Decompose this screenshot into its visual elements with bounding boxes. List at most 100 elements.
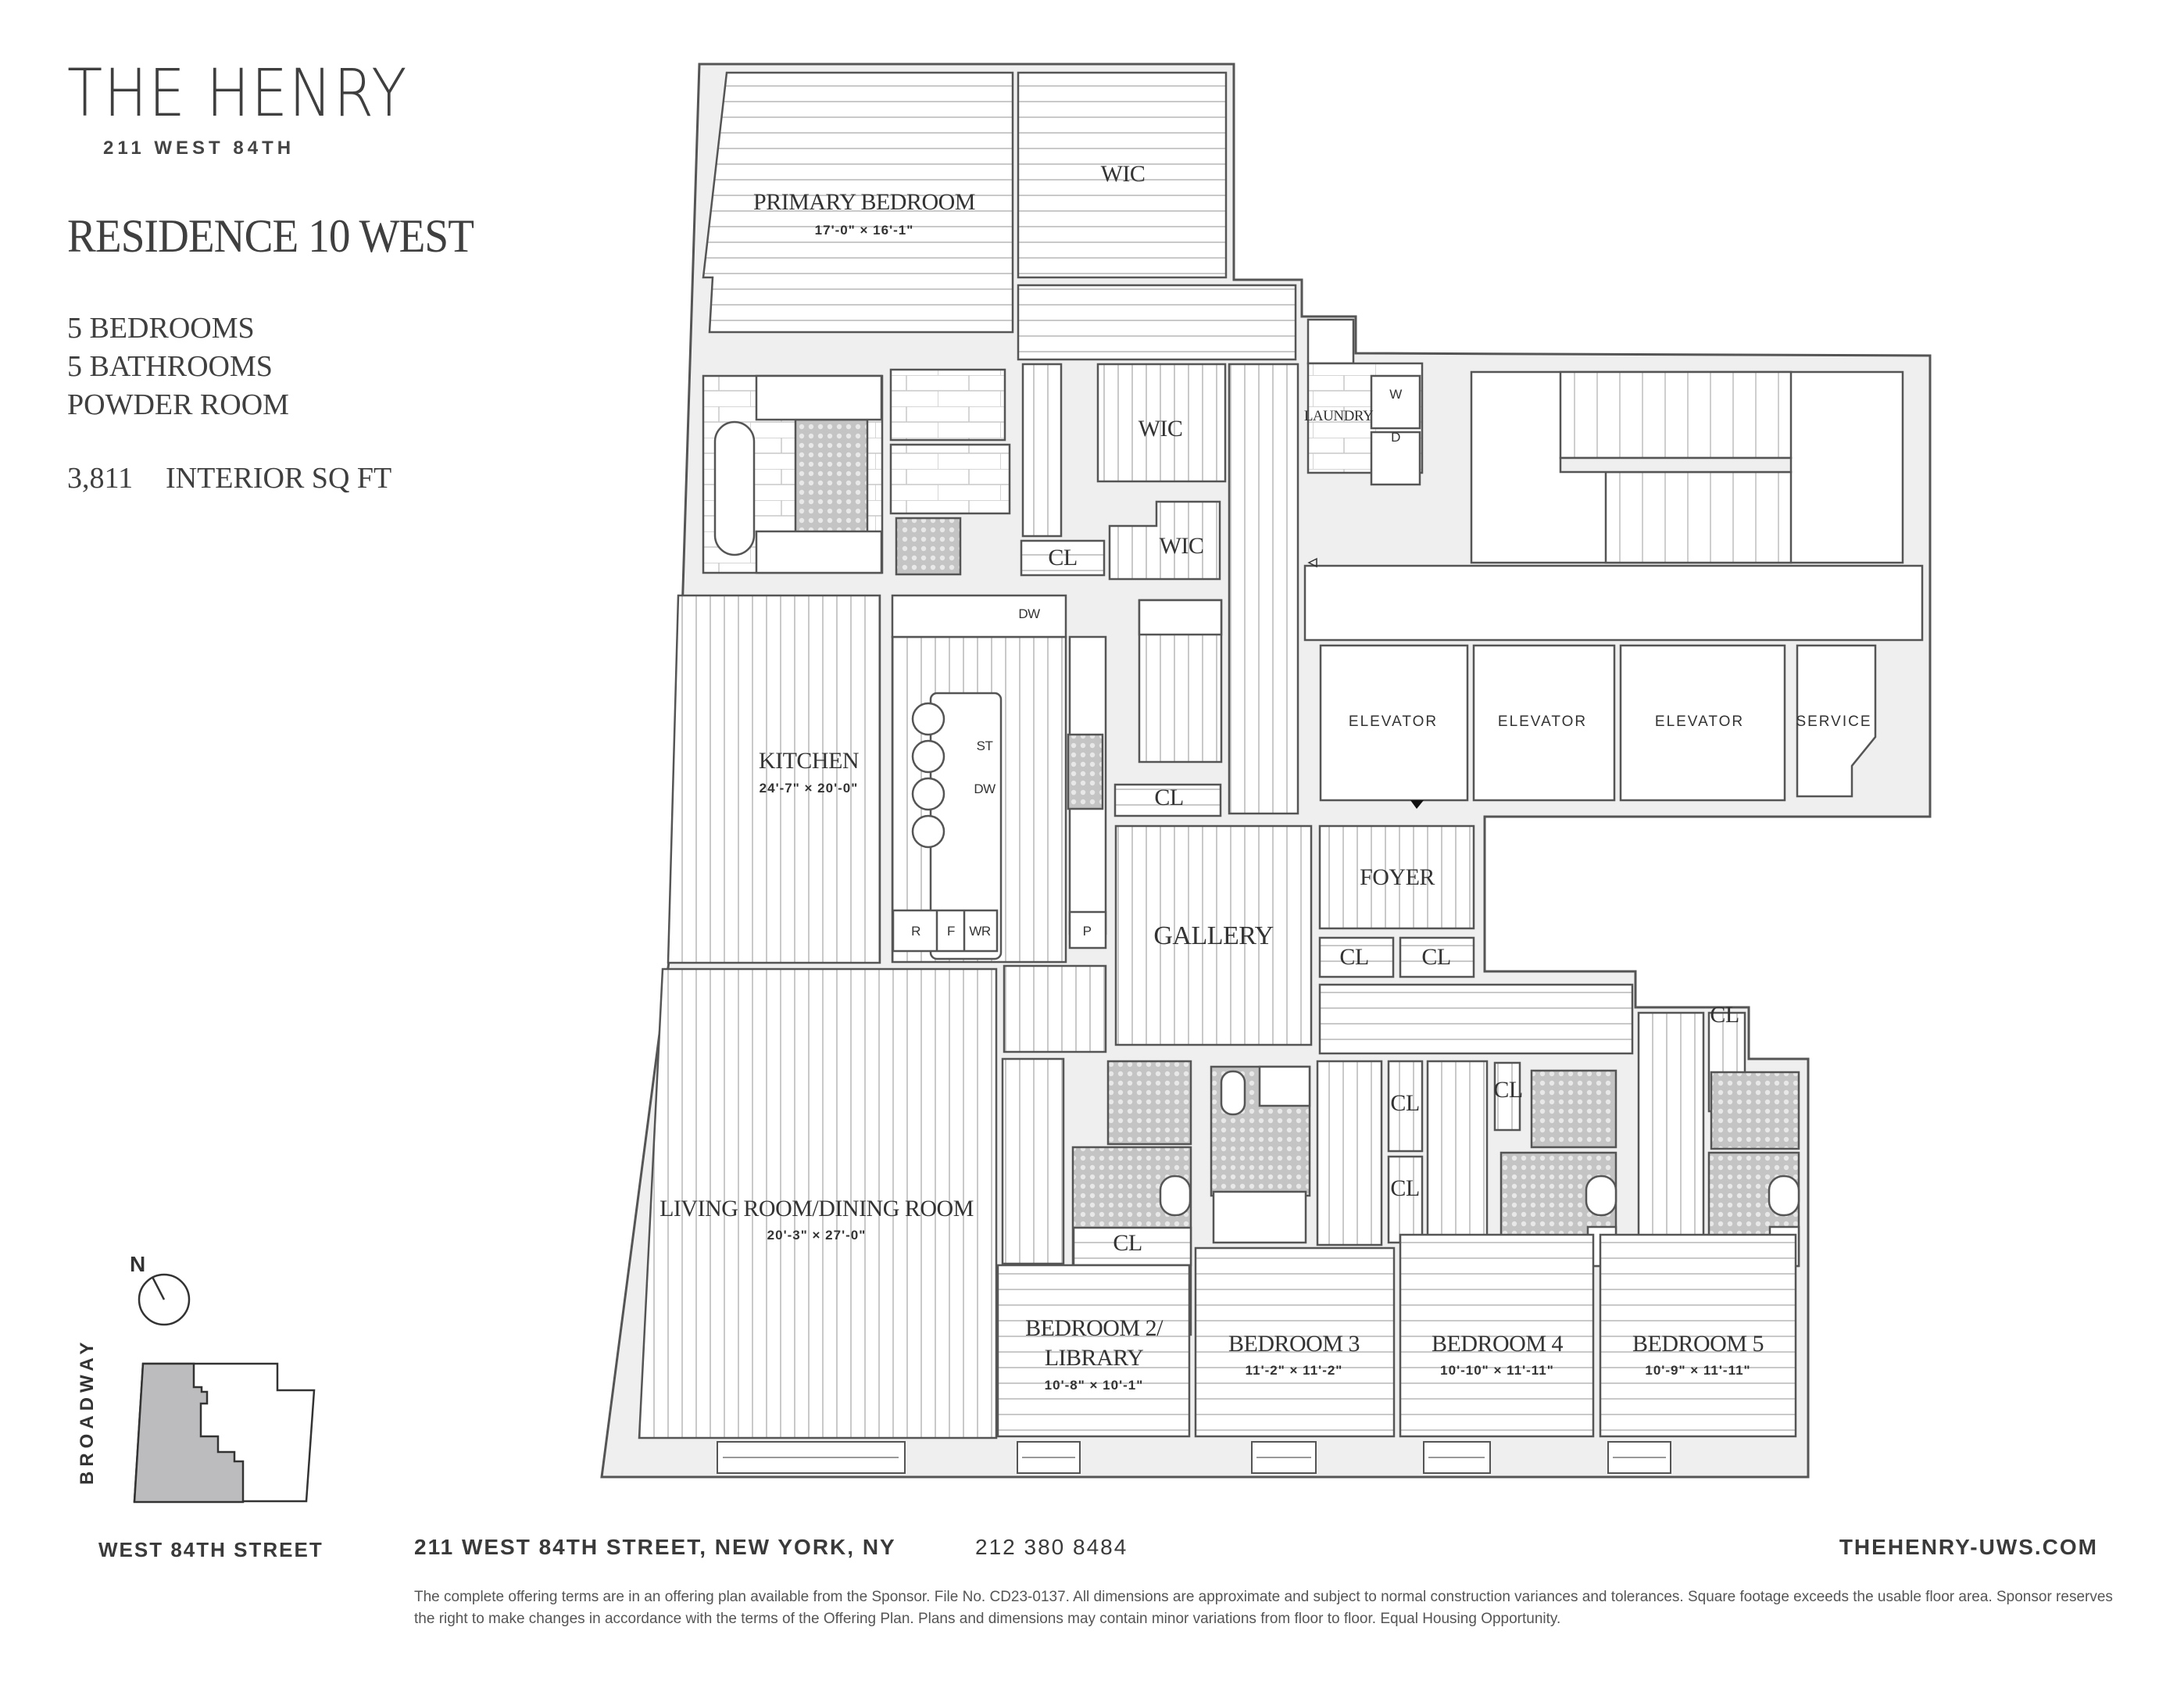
- cl-br3-a: [1387, 1060, 1424, 1153]
- elevator-2: [1472, 644, 1616, 802]
- elevator-3: [1619, 644, 1786, 802]
- elevator-1-label: ELEVATOR: [1348, 713, 1439, 730]
- wic-top-floor: [1017, 71, 1228, 279]
- shower-upper: [889, 368, 1006, 442]
- st-label: ST: [976, 738, 993, 753]
- sqft-value: 3,811: [67, 462, 134, 495]
- living-room-label: LIVING ROOM/DINING ROOM: [659, 1196, 974, 1221]
- footer-website-link[interactable]: THEHENRY-UWS.COM: [1839, 1535, 2098, 1559]
- washer-label: W: [1389, 387, 1402, 402]
- stair-landing: [1559, 456, 1793, 474]
- living-room-floor: [638, 967, 998, 1439]
- bedroom-3-floor: [1194, 1246, 1396, 1438]
- footer-phone[interactable]: 212 380 8484: [975, 1535, 1128, 1559]
- r-label: R: [911, 924, 920, 939]
- f-label: F: [947, 924, 955, 939]
- wic-mid-label: WIC: [1138, 416, 1183, 442]
- dryer-label: D: [1391, 430, 1400, 445]
- primary-bedroom-dims: 17'-0" × 16'-1": [814, 223, 914, 238]
- kitchen-cooktop: [1067, 733, 1104, 810]
- dressing-floor: [1021, 363, 1063, 538]
- kitchen-label: KITCHEN: [758, 748, 860, 774]
- dryer: [1370, 431, 1421, 486]
- broadway-label: BROADWAY: [77, 1337, 98, 1485]
- bedroom-5-label: BEDROOM 5: [1632, 1331, 1764, 1357]
- laundry-sink: [1306, 318, 1355, 365]
- brand-logo: THE HENRY: [67, 55, 409, 131]
- foyer-floor: [1318, 824, 1475, 930]
- gallery-corridor-floor: [1228, 363, 1299, 815]
- cl-powder: [1113, 783, 1222, 817]
- bedroom-4-label: BEDROOM 4: [1431, 1331, 1564, 1357]
- wic-mid-floor: [1096, 363, 1227, 483]
- kitchen-dims: 24'-7" × 20'-0": [759, 781, 859, 796]
- kitchen-counter-top: [891, 594, 1067, 638]
- spec-powder-room: POWDER ROOM: [67, 388, 289, 421]
- bedroom-4-floor: [1399, 1233, 1595, 1438]
- cl-br4: [1493, 1061, 1521, 1132]
- upper-hall-floor: [1017, 284, 1297, 361]
- service-label: SERVICE: [1796, 713, 1872, 730]
- primary-bedroom-label: PRIMARY BEDROOM: [753, 189, 975, 215]
- pantry: [1068, 910, 1107, 950]
- spec-bathrooms: 5 BATHROOMS: [67, 350, 273, 383]
- cl-foyer-1: [1318, 936, 1395, 978]
- cl-br2: [1072, 1226, 1192, 1267]
- cl-foyer-1-label: CL: [1339, 944, 1369, 970]
- bedroom-2-label-line1: BEDROOM 2/: [1025, 1315, 1163, 1341]
- gallery-floor: [1114, 824, 1313, 1046]
- cl-br4-label: CL: [1493, 1077, 1523, 1103]
- cl-br3-a-label: CL: [1390, 1090, 1420, 1116]
- bedroom-2-dims: 10'-8" × 10'-1": [1044, 1378, 1144, 1393]
- north-label: N: [130, 1252, 146, 1276]
- site-map: [133, 1362, 316, 1504]
- wic-low-label: WIC: [1159, 533, 1204, 559]
- br3-hall-floor: [1316, 1060, 1383, 1246]
- kitchen-floor: [667, 594, 881, 964]
- elevator-1: [1319, 644, 1469, 802]
- bedroom-5-floor: [1599, 1233, 1797, 1438]
- br2-hall-floor: [1001, 1057, 1065, 1265]
- living-to-hall-floor: [1003, 964, 1107, 1053]
- spec-bedrooms: 5 BEDROOMS: [67, 312, 255, 345]
- br4-hall-floor: [1426, 1060, 1489, 1262]
- legal-disclaimer: The complete offering terms are in an of…: [414, 1589, 2113, 1627]
- bedroom-3-dims: 11'-2" × 11'-2": [1245, 1363, 1343, 1378]
- wr-label: WR: [969, 924, 991, 939]
- water-closet: [895, 517, 962, 576]
- laundry-label: LAUNDRY: [1303, 408, 1374, 424]
- cl-br2-label: CL: [1113, 1230, 1142, 1256]
- cl-foyer-2-label: CL: [1421, 944, 1451, 970]
- compass-icon: [138, 1273, 191, 1326]
- bedroom-hall-vertical: [1637, 1011, 1705, 1264]
- cl-bath: [1020, 539, 1106, 577]
- dw-island-label: DW: [974, 781, 995, 796]
- bedroom-2-floor: [996, 1264, 1191, 1438]
- site-highlight: [133, 1362, 245, 1504]
- west-84th-street-label: WEST 84TH STREET: [98, 1538, 323, 1561]
- br4-shower: [1530, 1069, 1617, 1149]
- elevator-2-label: ELEVATOR: [1497, 713, 1588, 730]
- sqft-label: INTERIOR SQ FT: [166, 462, 392, 495]
- br3-tub: [1212, 1190, 1307, 1244]
- brand-address: 211 WEST 84TH: [103, 138, 295, 159]
- living-room-dims: 20'-3" × 27'-0": [767, 1228, 867, 1243]
- primary-bedroom-floor: [702, 71, 1014, 334]
- shower-lower: [889, 443, 1011, 515]
- refrigerator-bank: [892, 909, 999, 953]
- dw-counter-label: DW: [1018, 606, 1040, 621]
- wic-low-floor: [1108, 500, 1221, 581]
- washer: [1370, 374, 1421, 430]
- bedroom-5-dims: 10'-9" × 11'-11": [1645, 1363, 1751, 1378]
- gallery-label: GALLERY: [1153, 921, 1274, 950]
- br5-shower: [1710, 1071, 1800, 1150]
- bedroom-hall-floor: [1318, 983, 1634, 1055]
- p-label: P: [1082, 924, 1092, 939]
- bedroom-4-dims: 10'-10" × 11'-11": [1440, 1363, 1554, 1378]
- br2-shower: [1106, 1060, 1192, 1146]
- elevator-call-marker: [1410, 800, 1424, 809]
- wic-top-label: WIC: [1100, 161, 1146, 187]
- cl-br3-b-label: CL: [1390, 1175, 1420, 1201]
- foyer-label: FOYER: [1360, 864, 1435, 890]
